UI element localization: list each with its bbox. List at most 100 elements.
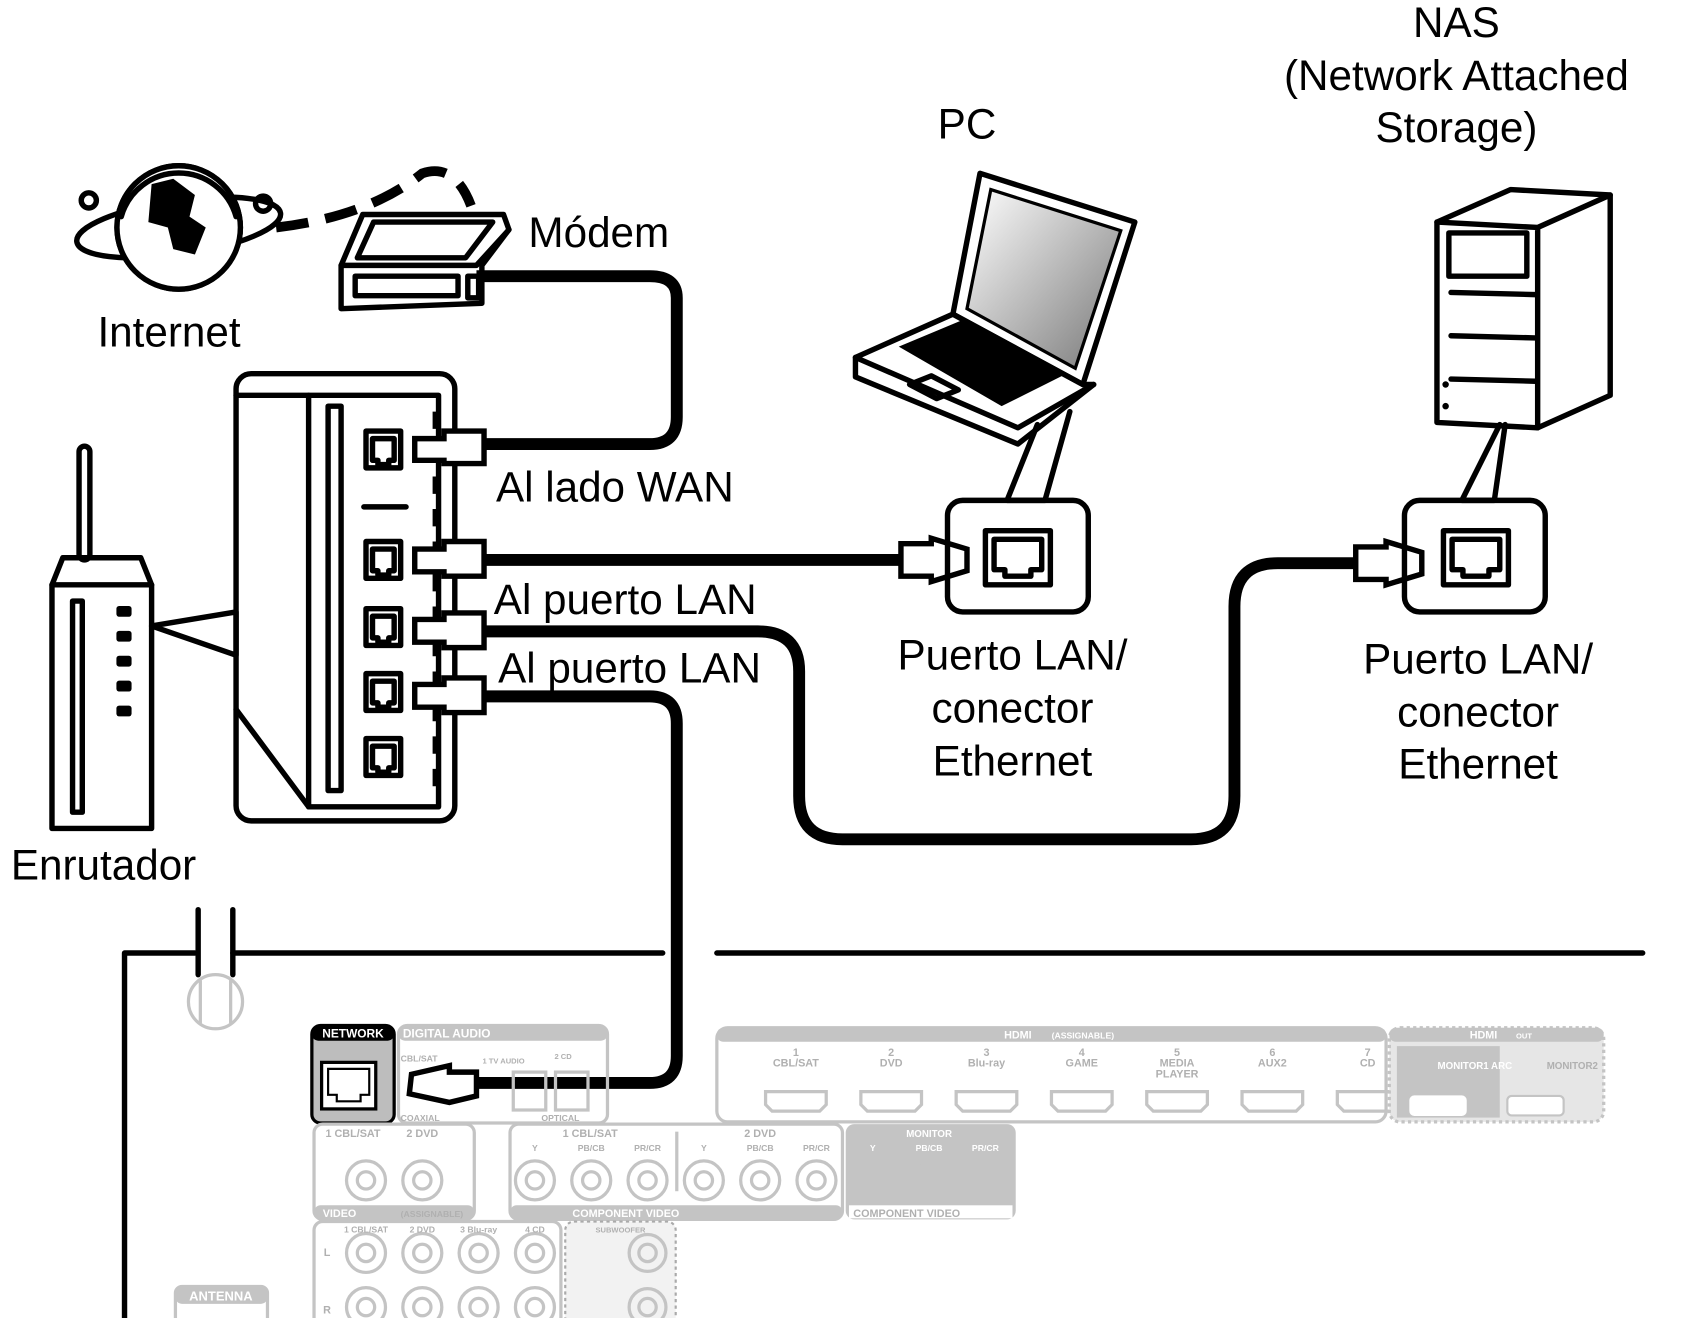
nas-callout [1459, 421, 1508, 504]
receiver-cable [476, 690, 683, 1089]
wireless-link [275, 166, 476, 233]
rca-jack-icon [795, 1159, 838, 1202]
optical-label: OPTICAL [541, 1113, 580, 1123]
hdmi-port-icon [763, 1089, 828, 1113]
hdmi-input-label: AUX2 [1258, 1058, 1287, 1070]
antenna-label: ANTENNA [189, 1289, 253, 1304]
hdmi-input-label: PLAYER [1156, 1069, 1199, 1081]
hdmi-port-icon [1240, 1089, 1305, 1113]
nas-port-label-line3: Ethernet [1398, 741, 1558, 788]
hdmi-input-label: DVD [880, 1058, 903, 1070]
rca-jack-icon [457, 1285, 500, 1318]
pc-port-label-line3: Ethernet [933, 737, 1093, 784]
pc-label: PC [938, 101, 997, 148]
hdmi-input-label: 1 [793, 1047, 799, 1059]
component-group-1-label: 1 CBL/SAT [563, 1128, 618, 1140]
video-assignable-label: (ASSIGNABLE) [401, 1209, 464, 1219]
audio-left-label: L [324, 1247, 331, 1259]
nas-cable [481, 557, 1356, 846]
hdmi-port-icon [1049, 1089, 1114, 1113]
hdmi-input-label: GAME [1066, 1058, 1098, 1070]
rj45-connectors [406, 428, 1425, 1106]
lan-port-label-2: Al puerto LAN [498, 644, 761, 691]
hdmi-assignable-label: (ASSIGNABLE) [1052, 1031, 1115, 1041]
rca-jack-icon [513, 1159, 557, 1202]
router-ports [363, 428, 404, 779]
laptop-icon [852, 170, 1138, 447]
network-port: NETWORK [310, 1023, 396, 1125]
router-callout [148, 609, 239, 658]
rca-jack-icon [513, 1231, 557, 1275]
video-input-1-label: 1 CBL/SAT [325, 1128, 380, 1140]
modem-icon [338, 211, 512, 312]
hdmi-out-monitor2-label: MONITOR2 [1547, 1061, 1599, 1072]
optical-input-2-label: 2 CD [554, 1052, 572, 1061]
component-channel-label: Y [870, 1143, 876, 1153]
hdmi-input-label: 7 [1365, 1047, 1371, 1059]
component-channel-label: PB/CB [916, 1143, 943, 1153]
hdmi-input-label: 4 [1079, 1047, 1085, 1059]
component-channel-label: PB/CB [747, 1143, 774, 1153]
modem-label: Módem [528, 209, 669, 256]
subwoofer-label: SUBWOOFER [595, 1225, 646, 1234]
router-label: Enrutador [11, 841, 196, 888]
hdmi-out-label: HDMI [1470, 1030, 1498, 1042]
component-channel-label: PR/CR [972, 1143, 1000, 1153]
hdmi-in-label: HDMI [1004, 1030, 1032, 1042]
rca-jack-icon [964, 1159, 1007, 1202]
wan-side-label: Al lado WAN [496, 463, 734, 510]
coaxial-input-label: CBL/SAT [401, 1053, 439, 1063]
internet-label: Internet [97, 309, 240, 356]
component-video-out-label: COMPONENT VIDEO [853, 1208, 960, 1220]
hdmi-input-label: Blu-ray [968, 1058, 1005, 1070]
modem-cable [476, 270, 683, 451]
optical-input-1-label: 1 TV AUDIO [482, 1056, 524, 1065]
av-receiver-rear-panel: NETWORK DIGITAL AUDIO CBL/SAT 1 TV AUDIO… [121, 906, 1646, 1318]
rca-jack-icon [344, 1231, 388, 1275]
nas-port-label-line2: conector [1397, 689, 1559, 736]
rca-jack-icon [682, 1159, 725, 1202]
hdmi-input-label: 3 [983, 1047, 989, 1059]
hdmi-port-icon [859, 1089, 924, 1113]
component-monitor-label: MONITOR [906, 1129, 952, 1140]
internet-globe-icon [74, 163, 284, 292]
rca-jack-icon [401, 1285, 444, 1318]
audio-input-3-label: 3 Blu-ray [460, 1224, 497, 1234]
audio-input-2-label: 2 DVD [410, 1224, 436, 1234]
video-label: VIDEO [323, 1208, 357, 1220]
router-icon [49, 443, 155, 832]
nas-label-line2: (Network Attached [1284, 52, 1629, 99]
network-label: NETWORK [322, 1026, 384, 1040]
rca-jack-icon [401, 1231, 444, 1275]
rca-jack-icon [739, 1159, 782, 1202]
rca-jack-icon [344, 1285, 388, 1318]
pc-port-label-line1: Puerto LAN/ [897, 631, 1127, 678]
component-channel-label: Y [532, 1143, 538, 1153]
component-channel-label: PR/CR [634, 1143, 662, 1153]
rca-jack-icon [513, 1285, 557, 1318]
component-group-2-label: 2 DVD [744, 1128, 776, 1140]
rca-jack-icon [570, 1159, 613, 1202]
hdmi-input-label: 5 [1174, 1047, 1180, 1059]
nas-tower-icon [1434, 186, 1613, 431]
coaxial-label: COAXIAL [401, 1113, 441, 1123]
nas-label-line3: Storage) [1375, 104, 1537, 151]
hdmi-input-label: 2 [888, 1047, 894, 1059]
rca-jack-icon [851, 1159, 894, 1202]
component-channel-label: PB/CB [578, 1143, 605, 1153]
hdmi-port-icon [1145, 1089, 1210, 1113]
hdmi-out-badge: OUT [1516, 1032, 1532, 1041]
rca-jack-icon [626, 1159, 669, 1202]
audio-input-4-label: 4 CD [525, 1224, 545, 1234]
router-rear-panel [233, 370, 458, 824]
pc-port-label-line2: conector [932, 684, 1094, 731]
component-channel-label: Y [701, 1143, 707, 1153]
pc-lan-port [944, 497, 1091, 615]
lan-port-label-1: Al puerto LAN [494, 576, 757, 623]
video-input-2-label: 2 DVD [406, 1128, 438, 1140]
